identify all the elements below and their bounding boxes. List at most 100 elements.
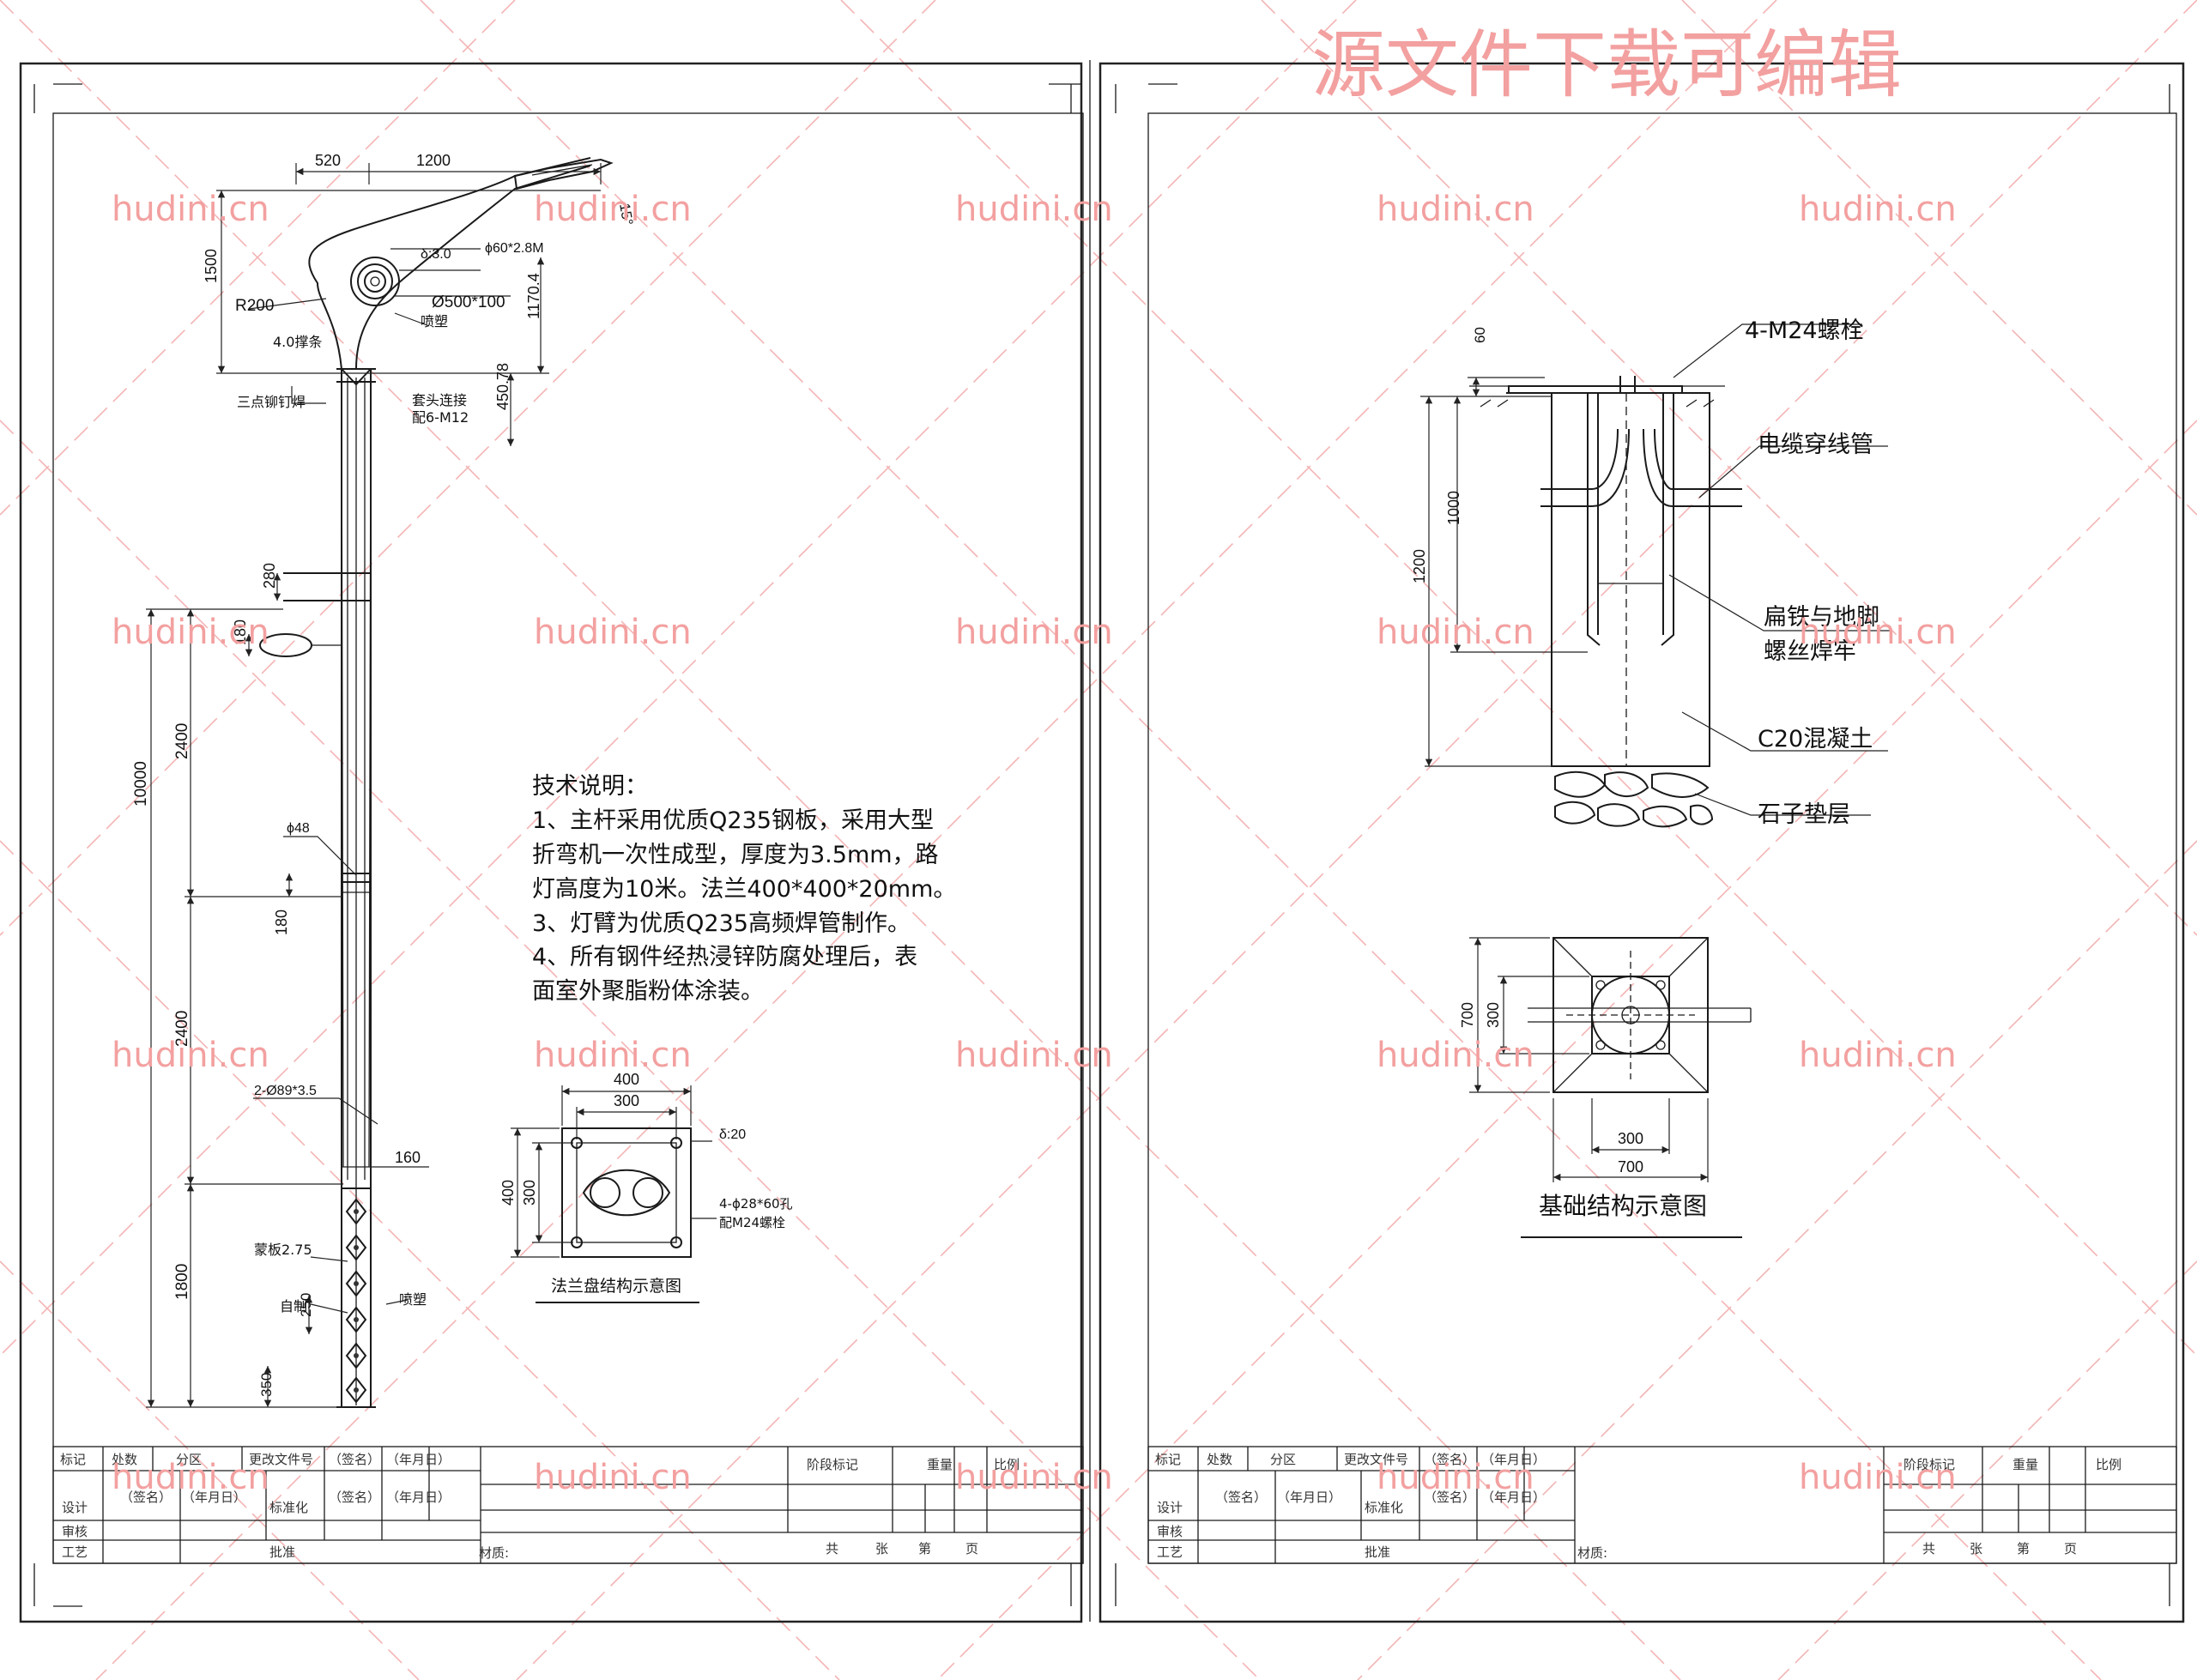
watermark-5: hudini.cn [1799, 190, 1957, 229]
ltb-design: 设计 [62, 1500, 88, 1515]
pole-dimensions [146, 163, 601, 1408]
watermark-texts: 源文件下载可编辑 hudini.cn hudini.cn hudini.cn h… [112, 22, 1957, 1497]
ltb-nth: 第 [918, 1541, 931, 1556]
lamp-arm [308, 157, 591, 370]
dim-450: 450.78 [494, 363, 511, 410]
notes-line-5: 4、所有钢件经热浸锌防腐处理后，表 [532, 944, 917, 970]
gravel-label: 石子垫层 [1758, 801, 1850, 828]
rtb-scale: 比例 [2096, 1457, 2121, 1472]
watermark-3: hudini.cn [955, 190, 1113, 229]
notes-line-2: 折弯机一次性成型，厚度为3.5mm，路 [532, 842, 939, 868]
corner-marks [33, 83, 2170, 1607]
dim-250: 250 [298, 1293, 314, 1317]
notes-heading: 技术说明： [532, 773, 648, 800]
watermark-16: hudini.cn [112, 1458, 269, 1497]
ltb-date-3: （年月日） [386, 1490, 451, 1505]
ltb-zone: 分区 [176, 1452, 202, 1467]
flange-w400: 400 [614, 1071, 639, 1088]
door-diamonds [345, 1198, 367, 1404]
watermark-14: hudini.cn [1377, 1036, 1534, 1075]
rtb-approve: 批准 [1365, 1544, 1390, 1560]
arm-pipe-label: ϕ60*2.8M [485, 241, 544, 256]
rtb-review: 审核 [1157, 1524, 1183, 1539]
watermark-20: hudini.cn [1799, 1458, 1957, 1497]
flange-bolts: 配M24螺栓 [719, 1215, 785, 1230]
ltb-weight: 重量 [927, 1457, 953, 1472]
pipe48-label: ϕ48 [287, 821, 310, 836]
gravel-layer [1552, 765, 1714, 828]
rtb-design: 设计 [1157, 1500, 1183, 1515]
ltb-review: 审核 [62, 1524, 88, 1539]
watermark-1: hudini.cn [112, 190, 269, 229]
rtb-mark: 标记 [1155, 1452, 1181, 1467]
rtb-zone: 分区 [1270, 1452, 1296, 1467]
watermark-8: hudini.cn [955, 613, 1113, 652]
rtb-weight: 重量 [2012, 1457, 2038, 1472]
dim-160: 160 [395, 1149, 421, 1166]
pole-dim-labels: 520 1200 15° ϕ60*2.8M δ:3.0 1500 R200 Ø5… [132, 152, 636, 1397]
ltb-sign-1: （签名） [329, 1452, 380, 1467]
rtb-date-1: （年月日） [1481, 1452, 1546, 1467]
spray-bottom-label: 喷塑 [399, 1291, 427, 1308]
ltb-process: 工艺 [62, 1544, 88, 1560]
dim-10000: 10000 [132, 761, 150, 807]
spray-top-label: 喷塑 [421, 313, 448, 329]
rtb-total: 共 [1922, 1541, 1935, 1556]
concrete-label: C20混凝土 [1758, 726, 1873, 752]
notes-line-6: 面室外聚脂粉体涂装。 [532, 978, 764, 1005]
cover-label: 蒙板2.75 [254, 1242, 312, 1258]
rtb-date-3: （年月日） [1481, 1490, 1546, 1505]
flatbar-label-1: 扁铁与地脚 [1764, 604, 1879, 631]
dim-2400a: 2400 [173, 723, 191, 759]
dim-1800: 1800 [173, 1264, 191, 1300]
rtb-nth: 第 [2017, 1541, 2030, 1556]
dim-280: 280 [261, 563, 278, 589]
sleeve-label: 套头连接 [412, 392, 467, 408]
ltb-sign-3: （签名） [329, 1490, 380, 1505]
dim-180b: 180 [273, 909, 290, 935]
rtb-sign-1: （签名） [1424, 1452, 1475, 1467]
notes-line-1: 1、主杆采用优质Q235钢板，采用大型 [532, 807, 934, 834]
dim-2400b: 2400 [173, 1011, 191, 1047]
ltb-material: 材质: [479, 1545, 509, 1561]
flange-h400: 400 [499, 1180, 517, 1206]
tech-notes: 技术说明： 1、主杆采用优质Q235钢板，采用大型 折弯机一次性成型，厚度为3.… [532, 773, 956, 1005]
dim-1200: 1200 [416, 152, 451, 169]
conduit-label: 电缆穿线管 [1758, 432, 1873, 458]
dim-1500: 1500 [203, 249, 220, 283]
ltb-standard: 标准化 [269, 1500, 308, 1515]
watermark-10: hudini.cn [1799, 613, 1957, 652]
rtb-sign-2: （签名） [1215, 1490, 1267, 1505]
flange-caption: 法兰盘结构示意图 [551, 1277, 681, 1296]
plan-w300: 300 [1618, 1130, 1643, 1147]
left-title-block: 标记 处数 分区 更改文件号 （签名） （年月日） 设计 （签名） （年月日） … [52, 1446, 1084, 1564]
watermark-2: hudini.cn [534, 190, 692, 229]
rtb-page: 页 [2064, 1541, 2077, 1556]
watermark-15: hudini.cn [1799, 1036, 1957, 1075]
rtb-sign-3: （签名） [1424, 1490, 1475, 1505]
flange-w300: 300 [614, 1092, 639, 1109]
dim-60: 60 [1472, 327, 1488, 343]
flange-thickness: δ:20 [719, 1127, 746, 1142]
ltb-change-doc: 更改文件号 [249, 1452, 313, 1467]
plate-label: δ:3.0 [421, 247, 451, 262]
foundation-plan: 700 300 300 700 基础结构示意图 [1459, 937, 1752, 1238]
weld-label: 三点铆钉焊 [237, 394, 306, 410]
rtb-date-2: （年月日） [1277, 1490, 1341, 1505]
ltb-total: 共 [826, 1541, 838, 1556]
rtb-change-doc: 更改文件号 [1344, 1452, 1408, 1467]
ltb-page: 页 [965, 1541, 978, 1556]
ring-label: Ø500*100 [432, 293, 505, 311]
watermark-19: hudini.cn [1377, 1458, 1534, 1497]
dim-1000: 1000 [1445, 491, 1462, 525]
flange-plan: 400 300 400 300 δ:20 4-ϕ28*60孔 配M24螺栓 法兰… [499, 1071, 793, 1303]
flange-h300: 300 [521, 1180, 538, 1206]
rtb-standard: 标准化 [1365, 1500, 1403, 1515]
cable-conduits [1540, 428, 1742, 507]
watermark-7: hudini.cn [534, 613, 692, 652]
plan-caption: 基础结构示意图 [1539, 1192, 1707, 1220]
rtb-material: 材质: [1577, 1545, 1607, 1561]
plan-w700: 700 [1618, 1158, 1643, 1175]
watermark-11: hudini.cn [112, 1036, 269, 1075]
